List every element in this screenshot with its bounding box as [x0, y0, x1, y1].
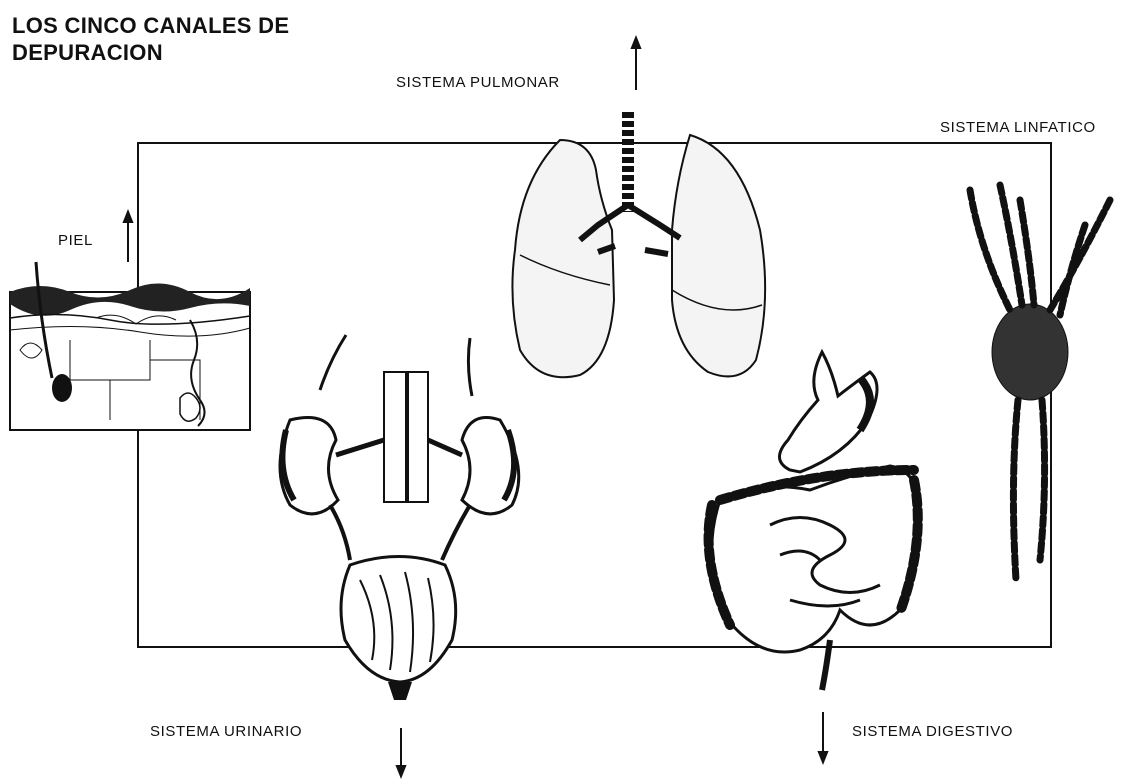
urinary-illustration [280, 335, 519, 700]
skin-illustration [10, 262, 250, 430]
lungs-illustration [512, 112, 765, 377]
lymphatic-illustration [970, 185, 1110, 580]
digestive-illustration [709, 352, 920, 690]
